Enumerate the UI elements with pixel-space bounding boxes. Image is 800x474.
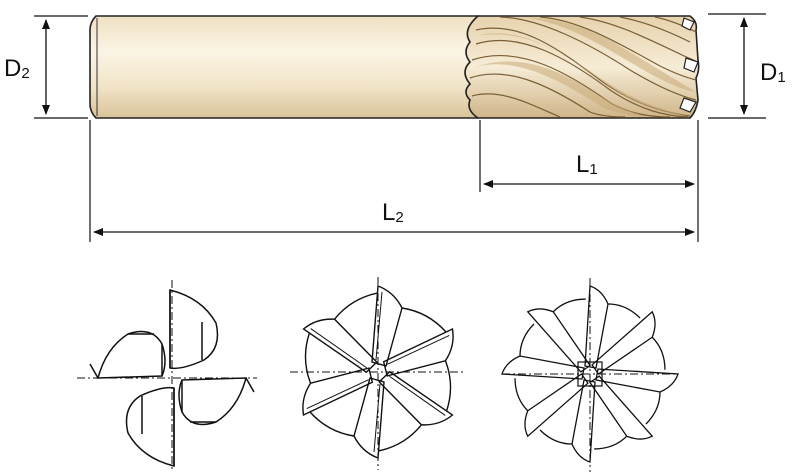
d1-label: D1: [760, 59, 786, 86]
l1-label: L1: [576, 151, 598, 178]
cross-section-4-flute: [77, 280, 257, 470]
six-teeth: [302, 285, 454, 459]
extension-lines: [34, 13, 766, 242]
eight-teeth: [501, 285, 679, 463]
l2-label: L2: [382, 199, 404, 226]
dimension-lines: [42, 17, 748, 236]
shank: [89, 15, 479, 119]
tool-side-view: D2 D1 L1 L2: [4, 13, 786, 242]
d2-label: D2: [4, 55, 30, 82]
flute-shadows: [472, 17, 696, 117]
cross-section-6-flute: [290, 277, 466, 470]
cross-section-8-flute: [501, 278, 679, 472]
cutting-tips: [679, 17, 699, 113]
